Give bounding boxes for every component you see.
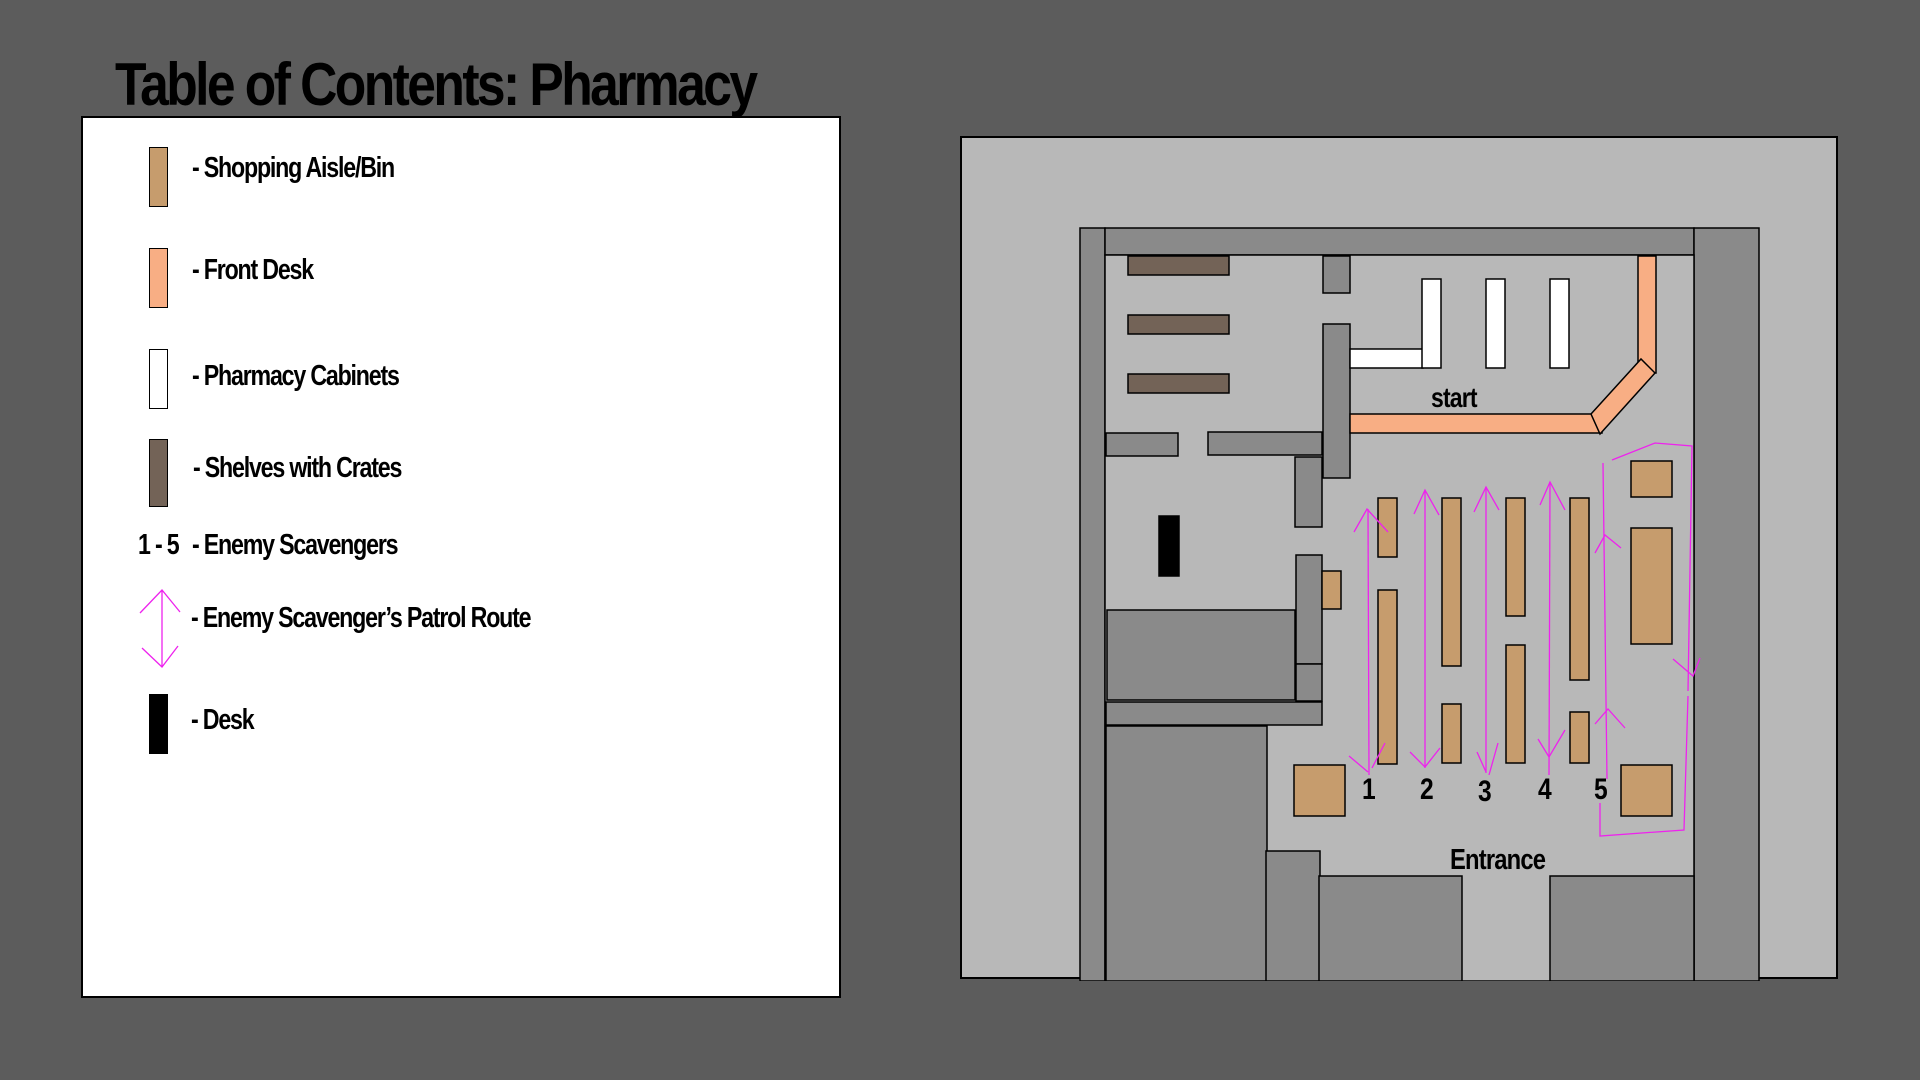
floorplan	[1079, 227, 1760, 981]
shelf-crate	[1127, 314, 1230, 335]
legend-label: - Front Desk	[192, 254, 314, 286]
shopping-bin	[1321, 570, 1342, 610]
page-title: Table of Contents: Pharmacy	[115, 51, 758, 118]
interior-wall	[1322, 255, 1351, 294]
legend-label: - Pharmacy Cabinets	[192, 360, 400, 392]
shopping-aisle	[1505, 644, 1526, 764]
shelf-crate	[1127, 255, 1230, 276]
patrol-route-2	[1409, 488, 1441, 768]
interior-wall	[1322, 323, 1351, 479]
shopping-aisle-swatch-icon	[149, 147, 168, 207]
top-wall	[1104, 227, 1695, 256]
enemy-marker-1: 1	[1362, 773, 1376, 806]
shelves-crates-swatch-icon	[149, 439, 168, 507]
left-wall	[1079, 227, 1106, 981]
front-desk-swatch-icon	[149, 248, 168, 308]
shopping-bin	[1630, 527, 1673, 645]
front-wall-left	[1318, 875, 1463, 981]
shopping-aisle	[1377, 589, 1398, 765]
shopping-aisle	[1441, 497, 1462, 667]
pharmacy-cabinet	[1549, 278, 1570, 369]
enemy-marker-3: 3	[1478, 775, 1492, 808]
patrol-route-3	[1473, 485, 1500, 776]
shopping-aisle	[1441, 703, 1462, 764]
interior-wall	[1294, 456, 1323, 528]
enemy-marker-5: 5	[1594, 773, 1608, 806]
shopping-bin	[1620, 764, 1673, 817]
pharmacy-cabinet	[1349, 348, 1424, 369]
enemy-range-symbol: 1 - 5	[138, 529, 180, 561]
shopping-bin	[1293, 764, 1346, 817]
entrance-label: Entrance	[1450, 844, 1546, 876]
legend-label: - Shopping Aisle/Bin	[192, 152, 395, 184]
interior-wall	[1105, 701, 1323, 726]
desk	[1158, 515, 1180, 577]
shopping-bin	[1630, 460, 1673, 498]
legend-label: - Enemy Scavenger’s Patrol Route	[191, 602, 532, 634]
front-wall-right	[1549, 875, 1695, 981]
front-desk	[1349, 413, 1603, 434]
interior-wall	[1295, 663, 1323, 702]
shopping-aisle	[1505, 497, 1526, 617]
pharmacy-cabinet	[1485, 278, 1506, 369]
shelf-crate	[1127, 373, 1230, 394]
patrol-route-1	[1348, 507, 1389, 776]
back-room	[1105, 725, 1268, 981]
legend-label: - Desk	[191, 704, 255, 736]
interior-wall	[1207, 431, 1323, 456]
legend-label: - Enemy Scavengers	[192, 529, 399, 561]
double-arrow-icon	[139, 589, 181, 668]
shopping-aisle	[1569, 497, 1590, 681]
legend-label: - Shelves with Crates	[193, 452, 402, 484]
pharmacy-map: start Entrance 1 2 3 4 5	[960, 136, 1838, 981]
shopping-aisle	[1569, 711, 1590, 764]
start-label: start	[1431, 382, 1477, 413]
pharmacy-cabinet	[1421, 278, 1442, 369]
front-desk	[1590, 357, 1657, 436]
front-desk	[1637, 255, 1657, 374]
interior-wall	[1295, 554, 1323, 665]
desk-swatch-icon	[149, 694, 168, 754]
patrol-route-4	[1537, 480, 1566, 776]
patrol-routes	[1348, 442, 1701, 837]
interior-wall	[1105, 432, 1179, 457]
interior-wall	[1265, 850, 1321, 981]
patrol-route-5	[1594, 442, 1701, 837]
shopping-aisle	[1377, 497, 1398, 558]
storage-room	[1106, 609, 1296, 701]
legend-panel: - Shopping Aisle/Bin - Front Desk - Phar…	[81, 116, 841, 998]
enemy-marker-4: 4	[1538, 773, 1552, 806]
enemy-marker-2: 2	[1420, 773, 1434, 806]
right-wall	[1693, 227, 1760, 981]
pharmacy-cabinet-swatch-icon	[149, 349, 168, 409]
